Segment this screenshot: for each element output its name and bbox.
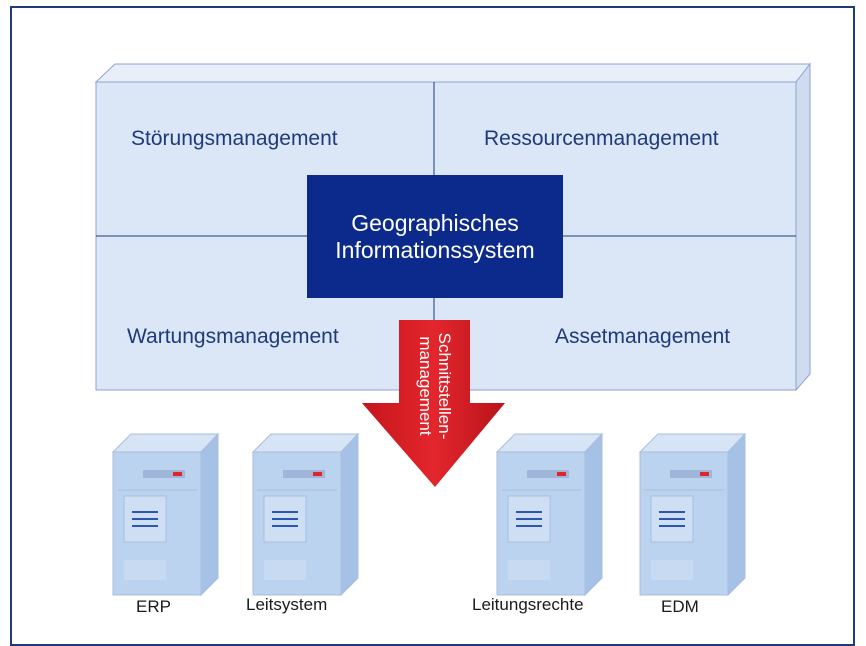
quadrant-label-stoerungsmanagement: Störungsmanagement: [131, 127, 338, 150]
gis-center-box: Geographisches Informationssystem: [307, 175, 563, 298]
arrow-label-line1: Schnittstellen-: [435, 332, 454, 440]
diagram-canvas: [94, 62, 812, 597]
server-label-erp: ERP: [136, 597, 171, 616]
quadrant-label-assetmanagement: Assetmanagement: [555, 325, 731, 348]
gis-title-line2: Informationssystem: [335, 236, 535, 263]
server-label-edm: EDM: [661, 597, 699, 616]
server-icon: [638, 432, 747, 597]
server-icon: [111, 432, 220, 597]
arrow-label-line2: management: [416, 336, 435, 436]
arrow-label: Schnittstellen- management: [409, 322, 461, 450]
server-icon: [495, 432, 604, 597]
server-icon: [251, 432, 360, 597]
arrow-down-icon: [362, 320, 505, 487]
gis-title-line1: Geographisches: [351, 209, 519, 236]
server-label-leitungsrechte: Leitungsrechte: [472, 595, 584, 614]
quadrant-label-wartungsmanagement: Wartungsmanagement: [127, 325, 339, 348]
quadrant-label-ressourcenmanagement: Ressourcenmanagement: [484, 127, 719, 150]
panel-top-face: [94, 63, 812, 83]
panel-side-face: [795, 62, 811, 392]
server-label-leitsystem: Leitsystem: [246, 595, 328, 614]
